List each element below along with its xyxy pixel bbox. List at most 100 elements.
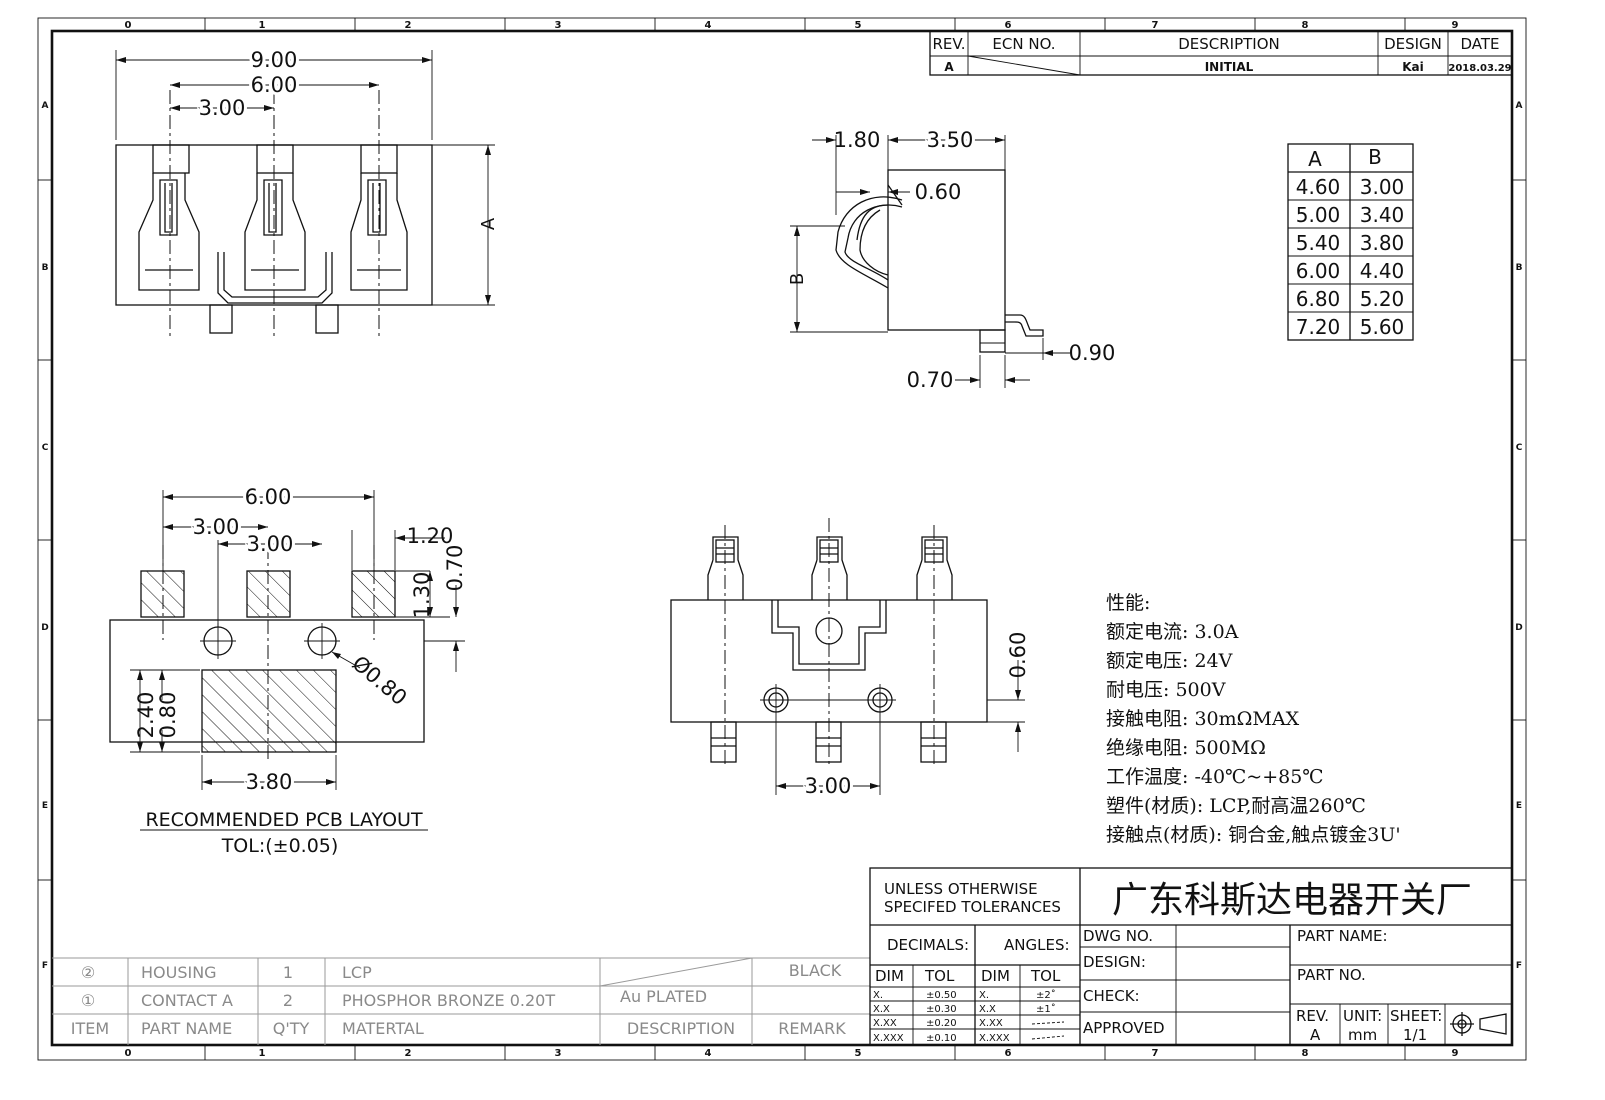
size-b-1: 3.00 [1360, 175, 1405, 199]
ecn-header: ECN NO. [992, 35, 1055, 53]
dim-0-60-side: 0.60 [915, 180, 962, 204]
zone-left-b: B [42, 263, 49, 273]
description-value: INITIAL [1205, 60, 1254, 74]
design-value: Kai [1402, 60, 1424, 74]
check-label: CHECK: [1083, 987, 1140, 1005]
zone-bot-3: 3 [555, 1048, 562, 1059]
pcb-dim-3-00-b: 3.00 [247, 532, 294, 556]
pcb-dim-3-00-a: 3.00 [193, 515, 240, 539]
size-a-4: 6.00 [1296, 259, 1341, 283]
zone-right-e: E [1516, 801, 1522, 811]
zone-top-3: 3 [555, 20, 562, 31]
dec-row-3-tol: ±0.20 [926, 1018, 957, 1029]
unit-value: mm [1348, 1026, 1377, 1044]
pcb-layout: 6.00 6.00 3.00 3.00 3.00 3.00 1.20 3.80 … [109, 482, 467, 857]
dim-9-00-label: 9.00 [251, 48, 298, 72]
zone-bot-1: 1 [259, 1048, 266, 1059]
top-view: 9.00 6.00 3.00 9.00 6.00 3.00 A [115, 45, 499, 340]
part-no-label: PART NO. [1297, 966, 1366, 984]
pcb-dim-0-70: 0.70 [443, 545, 467, 592]
company-name: 广东科斯达电器开关厂 [1112, 880, 1472, 921]
date-value: 2018.03.29 [1448, 63, 1511, 74]
contact-left [138, 144, 200, 291]
spec-rated-current: 额定电流: 3.0A [1106, 621, 1239, 643]
bom-header-item: ITEM [71, 1019, 109, 1038]
tolerance-note-1: UNLESS OTHERWISE [884, 880, 1038, 898]
rev-label: REV. [1296, 1007, 1329, 1025]
pcb-tolerance: TOL:(±0.05) [221, 835, 339, 857]
size-b-6: 5.60 [1360, 315, 1405, 339]
pcb-dim-1-30: 1.30 [410, 572, 434, 619]
pcb-dim-3-00-b-label: 3.00 [247, 532, 294, 556]
sheet-value: 1/1 [1403, 1026, 1427, 1044]
pcb-dim-6-00-label: 6.00 [245, 485, 292, 509]
zone-top-1: 1 [259, 20, 266, 31]
sheet-label: SHEET: [1390, 1007, 1442, 1025]
zone-bot-8: 8 [1302, 1048, 1309, 1059]
zone-bot-5: 5 [855, 1048, 862, 1059]
zone-bot-7: 7 [1152, 1048, 1159, 1059]
decimals-label: DECIMALS: [887, 936, 969, 954]
unit-label: UNIT: [1343, 1007, 1382, 1025]
ang-row-4-dim: X.XXX [979, 1033, 1010, 1044]
pcb-dim-3-80-label: 3.80 [246, 770, 293, 794]
bottom-dim-3-00: 3.00 [805, 774, 852, 798]
zone-bot-6: 6 [1005, 1048, 1012, 1059]
bom-item-2: ② [81, 963, 95, 982]
side-view: 1.80 3.50 3.50 0.60 0.90 0.70 B [787, 125, 1115, 392]
bom-header-remark: REMARK [778, 1019, 846, 1038]
rev-value-tb: A [1310, 1026, 1321, 1044]
bom-header-description: DESCRIPTION [627, 1019, 735, 1038]
bottom-dim-3-00-bg: 3.00 [805, 774, 852, 798]
zone-left-d: D [41, 623, 48, 633]
dec-row-3-dim: X.XX [873, 1018, 897, 1029]
title-block: UNLESS OTHERWISE SPECIFED TOLERANCES DEC… [869, 867, 1513, 1046]
zone-top-6: 6 [1005, 20, 1012, 31]
dwg-no-label: DWG NO. [1083, 927, 1153, 945]
specs-notes: 性能: 额定电流: 3.0A 额定电压: 24V 耐电压: 500V 接触电阻:… [1106, 592, 1401, 846]
bom-material-1: PHOSPHOR BRONZE 0.20T [342, 991, 555, 1010]
bill-of-materials: ② HOUSING 1 LCP BLACK ① CONTACT A 2 PHOS… [52, 957, 870, 1045]
ang-row-1-dim: X. [979, 990, 989, 1001]
bom-remark-2: BLACK [789, 961, 842, 980]
contact-center [244, 144, 306, 291]
zone-right-f: F [1516, 961, 1522, 971]
size-a-5: 6.80 [1296, 287, 1341, 311]
zone-left-c: C [42, 443, 49, 453]
size-b-4: 4.40 [1360, 259, 1405, 283]
pcb-dim-3-80: 3.80 [246, 770, 293, 794]
bom-header-part: PART NAME [141, 1019, 232, 1038]
rev-header: REV. [933, 35, 966, 53]
zone-top-7: 7 [1152, 20, 1159, 31]
zone-bot-0: 0 [125, 1048, 132, 1059]
revision-block: REV. ECN NO. DESCRIPTION DESIGN DATE A I… [929, 30, 1513, 76]
size-a-2: 5.00 [1296, 203, 1341, 227]
tolerance-note-2: SPECIFED TOLERANCES [884, 898, 1061, 916]
zone-left-a: A [42, 101, 49, 111]
zone-top-5: 5 [855, 20, 862, 31]
ang-row-3-dim: X.XX [979, 1018, 1003, 1029]
size-a-3: 5.40 [1296, 231, 1341, 255]
angles-label: ANGLES: [1004, 936, 1070, 954]
dec-row-4-tol: ±0.10 [926, 1033, 957, 1044]
dim-1-80: 1.80 [834, 128, 881, 152]
size-b-5: 5.20 [1360, 287, 1405, 311]
pcb-dim-2-40: 2.40 [134, 692, 158, 739]
dec-row-1-dim: X. [873, 990, 883, 1001]
spec-operating-temp: 工作温度: -40℃~+85℃ [1106, 766, 1324, 788]
spec-contact-resistance: 接触电阻: 30mΩMAX [1106, 708, 1300, 730]
spec-contact-material: 接触点(材质): 铜合金,触点镀金3U' [1106, 824, 1401, 846]
design-label: DESIGN: [1083, 953, 1146, 971]
bom-description-1: Au PLATED [620, 987, 707, 1006]
zone-right-b: B [1516, 263, 1523, 273]
spec-title: 性能: [1106, 592, 1150, 614]
zone-top-8: 8 [1302, 20, 1309, 31]
dec-row-2-tol: ±0.30 [926, 1004, 957, 1015]
size-a-6: 7.20 [1296, 315, 1341, 339]
pcb-dim-3-00-a-label: 3.00 [193, 515, 240, 539]
dim-3-00-top-label: 3.00 [199, 96, 246, 120]
zone-right-d: D [1515, 623, 1522, 633]
dec-row-2-dim: X.X [873, 1004, 890, 1015]
ang-row-1-tol: ±2˚ [1036, 989, 1056, 1001]
spec-withstand-voltage: 耐电压: 500V [1106, 679, 1226, 701]
